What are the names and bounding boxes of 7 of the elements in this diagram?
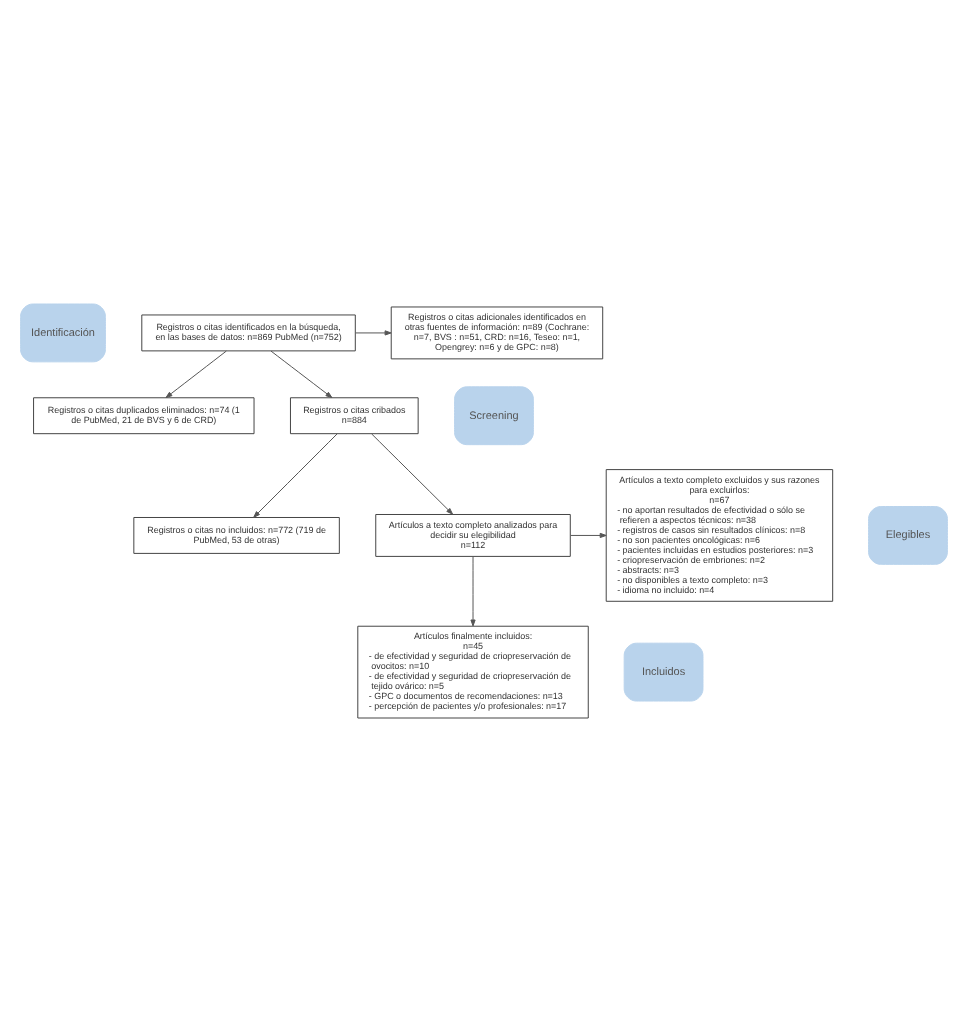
arrow bbox=[355, 329, 392, 335]
arrow bbox=[371, 432, 454, 514]
arrow bbox=[270, 349, 333, 398]
arrow bbox=[253, 432, 338, 517]
arrow bbox=[470, 555, 476, 626]
arrow bbox=[570, 531, 607, 538]
arrow bbox=[165, 349, 227, 398]
